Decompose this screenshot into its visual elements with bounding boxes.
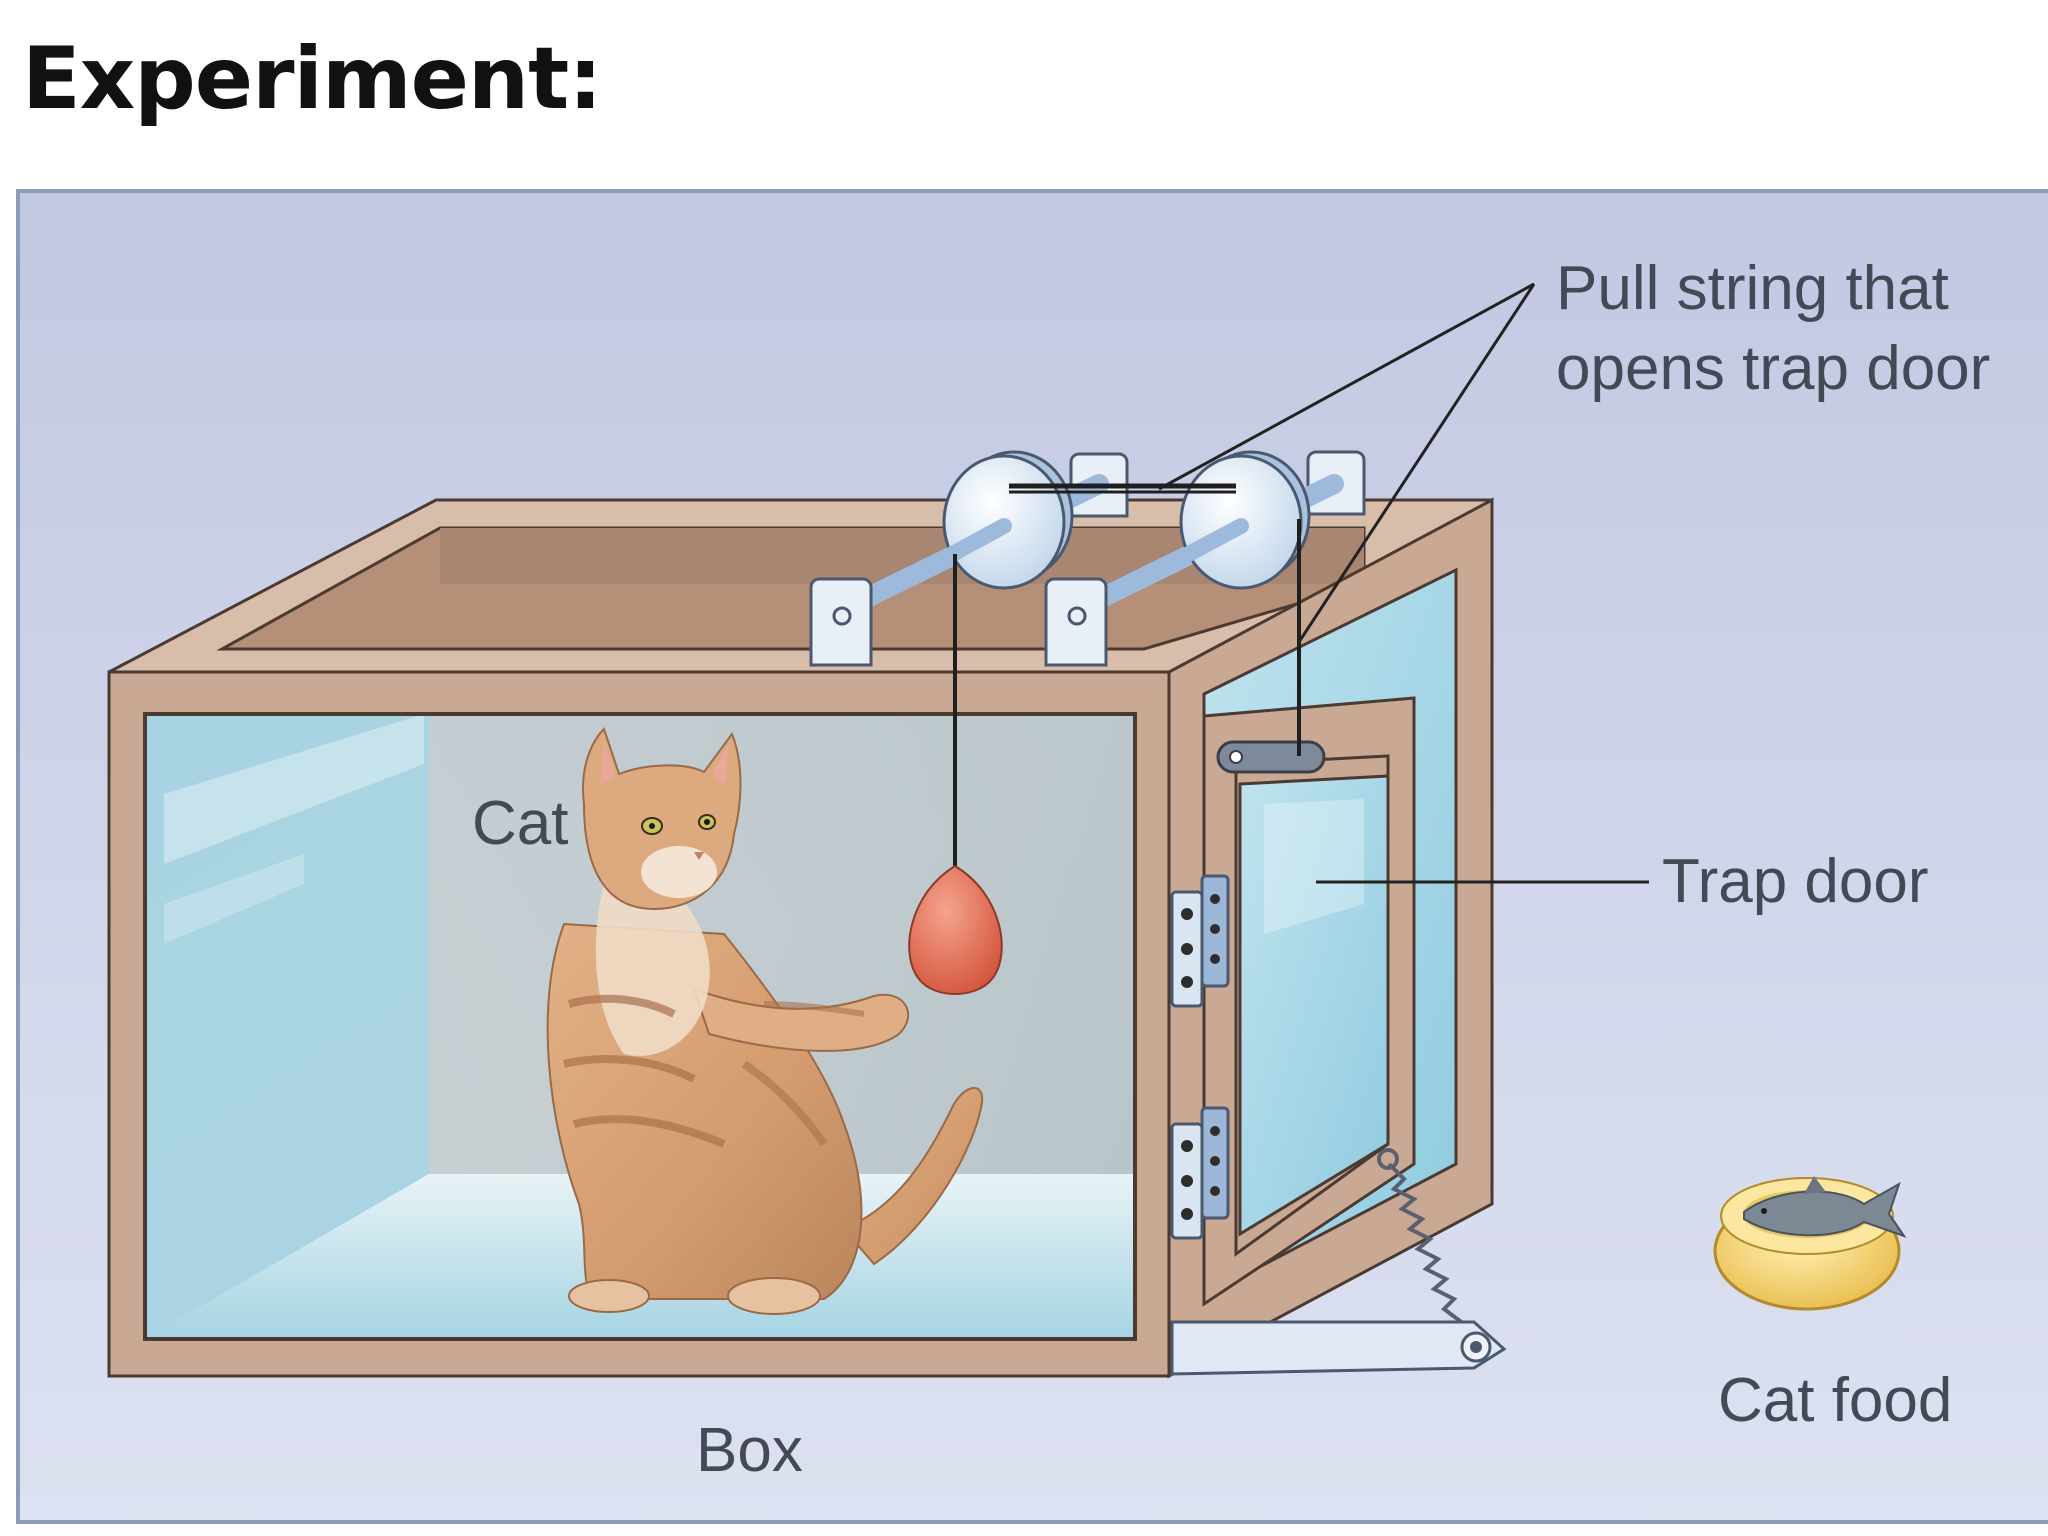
- puzzle-box-illustration: Cat Box Pull string that opens trap door…: [16, 189, 2048, 1524]
- page-title: Experiment:: [22, 29, 603, 129]
- leader-lines: [1158, 282, 1649, 884]
- cat-label: Cat: [472, 789, 568, 858]
- cat-food-bowl: [1713, 1176, 1907, 1311]
- pull-string-label-line-1: Pull string that: [1556, 254, 1949, 323]
- trap-door-label: Trap door: [1662, 847, 1929, 916]
- hanging-weight: [908, 864, 1003, 995]
- diagram-canvas: Cat Box Pull string that opens trap door…: [20, 193, 2048, 1520]
- box-label: Box: [696, 1416, 803, 1485]
- pull-string-label-line-2: opens trap door: [1556, 334, 1990, 403]
- cat-food-label: Cat food: [1718, 1366, 1952, 1435]
- cat-illustration: [546, 727, 984, 1315]
- pulley-mechanism: [809, 450, 1366, 866]
